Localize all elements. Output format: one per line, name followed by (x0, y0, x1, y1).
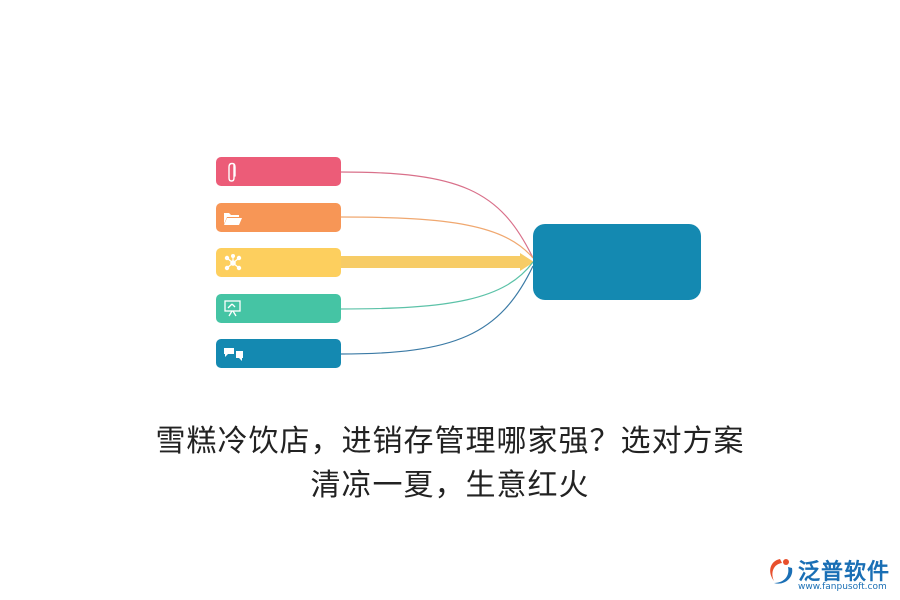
brand-logo[interactable]: 泛普软件 www.fanpusoft.com (764, 554, 894, 598)
brand-name: 泛普软件 (798, 560, 891, 585)
connector-1 (339, 171, 534, 259)
connector-4 (339, 261, 534, 310)
connector-5 (339, 265, 534, 355)
title-line-2: 清凉一夏，生意红火 (310, 468, 590, 503)
node-attachment (216, 157, 341, 186)
node-folder (216, 203, 341, 232)
network-icon (224, 254, 242, 271)
presentation-board-icon (224, 300, 241, 317)
title-line-1: 雪糕冷饮店，进销存管理哪家强？选对方案 (155, 424, 745, 459)
node-network (216, 248, 341, 277)
node-presentation (216, 294, 341, 323)
folder-open-icon (224, 213, 242, 225)
center-node (533, 224, 701, 300)
arrow-head (520, 253, 534, 271)
brand-url: www.fanpusoft.com (798, 582, 887, 592)
fanpu-logo-icon (770, 559, 793, 584)
node-chat (216, 339, 341, 368)
paperclip-icon (228, 162, 236, 182)
chat-bubbles-icon (224, 348, 243, 361)
connector-2 (339, 216, 534, 259)
